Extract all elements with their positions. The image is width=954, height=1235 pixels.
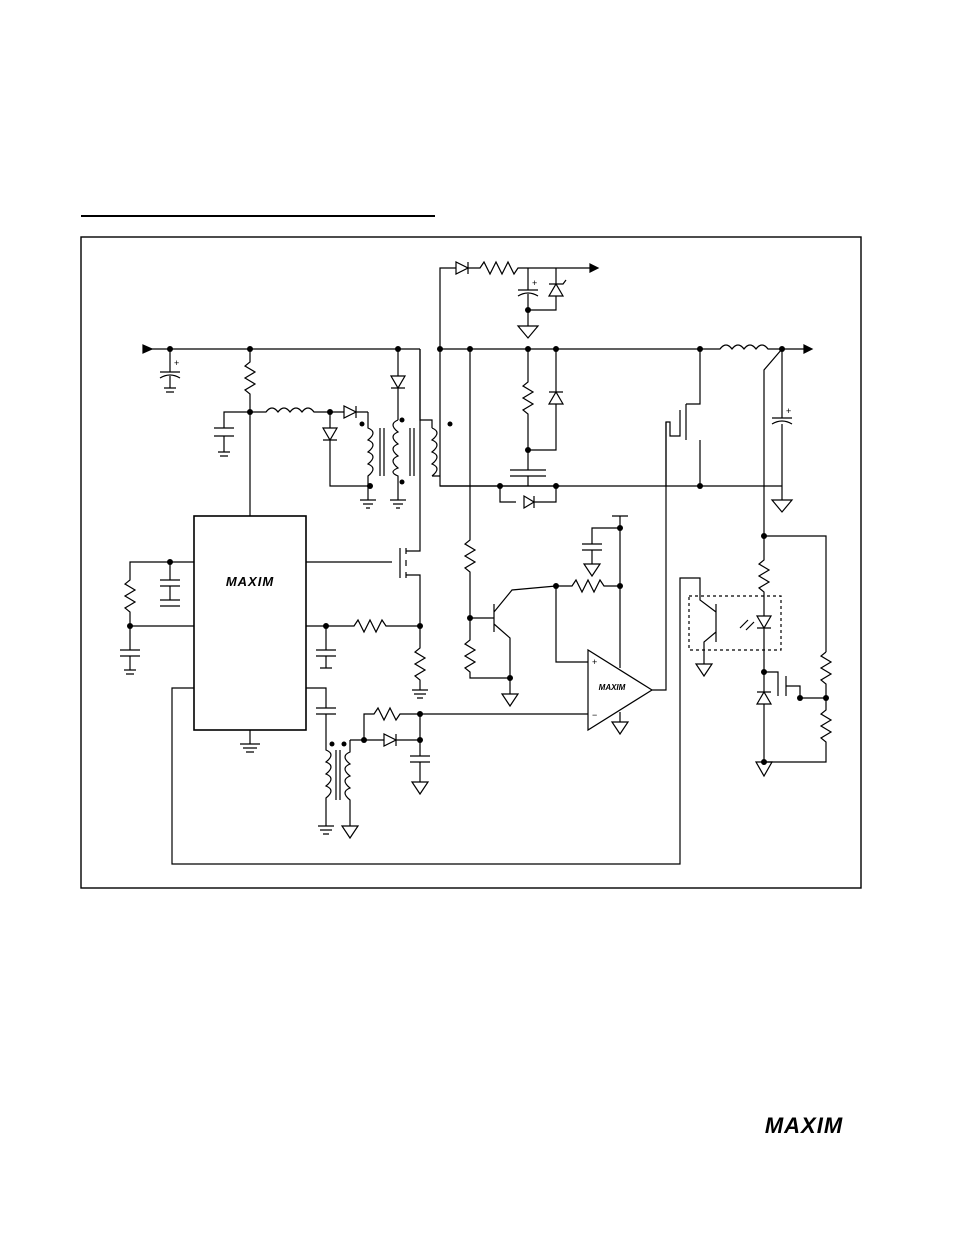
input-arrow xyxy=(143,345,152,353)
ic-logo-text: MAXIM xyxy=(226,574,275,589)
footer-brand-logo: MAXIM xyxy=(748,1113,860,1137)
transformer-winding-c xyxy=(432,428,437,476)
footer-brand-text: MAXIM xyxy=(765,1113,843,1137)
transformer-winding-b xyxy=(393,420,398,500)
cap-plus-1: + xyxy=(174,358,179,368)
input-capacitor xyxy=(160,349,180,392)
output-inductor xyxy=(700,345,810,349)
cap-plus-3: + xyxy=(786,406,791,416)
startup-resistor xyxy=(245,349,255,412)
controller-ic xyxy=(194,516,306,730)
opamp-logo-text: MAXIM xyxy=(599,683,626,692)
opamp-plus-label: + xyxy=(592,657,597,667)
schematic-border xyxy=(81,237,861,888)
cap-plus-2: + xyxy=(532,278,537,288)
aux-inductor xyxy=(250,408,330,412)
opamp-minus-label: − xyxy=(592,710,597,720)
